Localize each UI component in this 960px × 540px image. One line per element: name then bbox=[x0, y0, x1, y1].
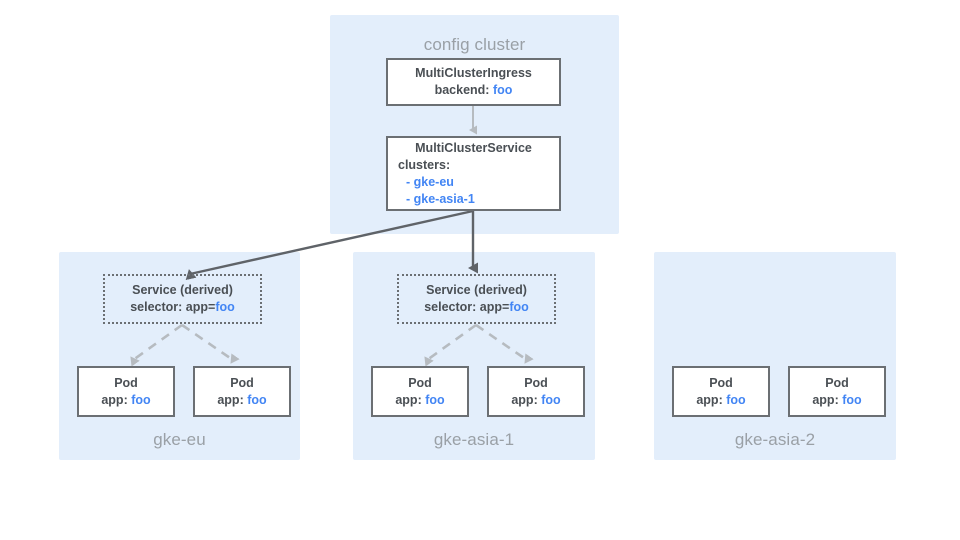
node-pod-gke-eu-2[interactable]: Pod app: foo bbox=[193, 366, 291, 417]
node-service-derived-gke-asia-1[interactable]: Service (derived) selector: app=foo bbox=[397, 274, 556, 324]
mci-backend-value: foo bbox=[492, 83, 513, 97]
cluster-label-gke-asia-2: gke-asia-2 bbox=[734, 430, 816, 449]
node-pod-gke-asia-1-2[interactable]: Pod app: foo bbox=[487, 366, 585, 417]
asia2-pod-1-app-value: foo bbox=[726, 392, 746, 407]
eu-pod-1-app-value: foo bbox=[131, 392, 151, 407]
node-pod-gke-eu-1[interactable]: Pod app: foo bbox=[77, 366, 175, 417]
eu-pod-1-app-label: app: bbox=[101, 392, 128, 407]
mcs-title: MultiClusterService bbox=[415, 140, 532, 155]
panel-cluster-gke-asia-2: gke-asia-2 bbox=[654, 252, 896, 460]
node-service-derived-gke-eu[interactable]: Service (derived) selector: app=foo bbox=[103, 274, 262, 324]
mci-title: MultiClusterIngress bbox=[415, 66, 532, 80]
eu-pod-2-app-label: app: bbox=[217, 392, 244, 407]
config-cluster-title: config cluster bbox=[423, 35, 526, 54]
eu-pod-2-app-row: app: foo bbox=[217, 392, 266, 409]
asia1-service-selector-value: foo bbox=[509, 300, 529, 314]
mcs-cluster-item-gke-eu: - gke-eu bbox=[406, 174, 454, 189]
eu-service-title: Service (derived) bbox=[132, 283, 233, 297]
eu-pod-1-title: Pod bbox=[114, 375, 138, 390]
asia1-pod-2-app-value: foo bbox=[541, 392, 561, 407]
mcs-clusters-label: clusters: bbox=[398, 157, 451, 172]
asia2-pod-2-app-label: app: bbox=[812, 392, 839, 407]
eu-service-selector-value: foo bbox=[215, 300, 235, 314]
asia1-pod-2-title: Pod bbox=[524, 375, 548, 390]
mcs-cluster-item-gke-asia-1: - gke-asia-1 bbox=[406, 191, 475, 206]
asia2-pod-2-app-value: foo bbox=[842, 392, 862, 407]
cluster-label-gke-eu: gke-eu bbox=[153, 430, 206, 449]
asia1-service-selector-label: selector: app= bbox=[424, 300, 510, 314]
asia1-pod-2-app-label: app: bbox=[511, 392, 538, 407]
node-multiclusterservice[interactable]: MultiClusterService clusters: - gke-eu -… bbox=[386, 136, 561, 211]
asia1-service-selector-row: selector: app=foo bbox=[424, 299, 529, 316]
asia2-pod-1-title: Pod bbox=[709, 375, 733, 390]
asia2-pod-1-app-label: app: bbox=[696, 392, 723, 407]
asia1-pod-2-app-row: app: foo bbox=[511, 392, 560, 409]
asia2-pod-2-app-row: app: foo bbox=[812, 392, 861, 409]
asia1-service-title: Service (derived) bbox=[426, 283, 527, 297]
asia1-pod-1-app-row: app: foo bbox=[395, 392, 444, 409]
mci-backend-label: backend: bbox=[434, 83, 490, 97]
asia2-pod-2-title: Pod bbox=[825, 375, 849, 390]
node-multiclusteringress[interactable]: MultiClusterIngress backend: foo bbox=[386, 58, 561, 106]
asia1-pod-1-app-value: foo bbox=[425, 392, 445, 407]
asia1-pod-1-title: Pod bbox=[408, 375, 432, 390]
eu-pod-1-app-row: app: foo bbox=[101, 392, 150, 409]
cluster-label-gke-asia-1: gke-asia-1 bbox=[433, 430, 515, 449]
eu-service-selector-row: selector: app=foo bbox=[130, 299, 235, 316]
eu-pod-2-app-value: foo bbox=[247, 392, 267, 407]
node-pod-gke-asia-2-1[interactable]: Pod app: foo bbox=[672, 366, 770, 417]
node-pod-gke-asia-1-1[interactable]: Pod app: foo bbox=[371, 366, 469, 417]
asia1-pod-1-app-label: app: bbox=[395, 392, 422, 407]
node-pod-gke-asia-2-2[interactable]: Pod app: foo bbox=[788, 366, 886, 417]
eu-pod-2-title: Pod bbox=[230, 375, 254, 390]
eu-service-selector-label: selector: app= bbox=[130, 300, 216, 314]
mci-backend-row: backend: foo bbox=[435, 82, 513, 99]
asia2-pod-1-app-row: app: foo bbox=[696, 392, 745, 409]
